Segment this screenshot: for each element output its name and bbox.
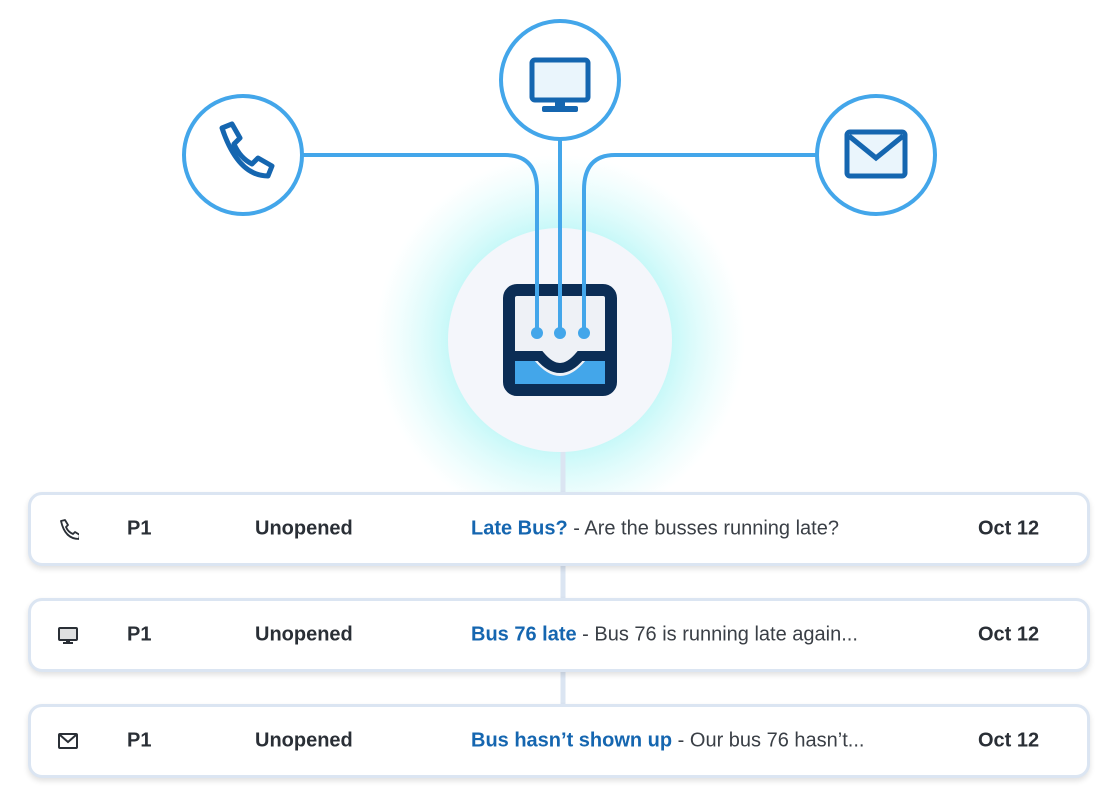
table-row[interactable]: P1 Unopened Bus 76 late - Bus 76 is runn…: [28, 598, 1090, 672]
ticket-preview: - Our bus 76 hasn’t...: [672, 729, 865, 752]
monitor-icon: [57, 624, 79, 646]
phone-icon: [219, 121, 275, 179]
subject: Bus 76 late - Bus 76 is running late aga…: [471, 624, 858, 647]
subject: Bus hasn’t shown up - Our bus 76 hasn’t.…: [471, 730, 864, 753]
mail-icon: [844, 129, 908, 179]
ticket-title[interactable]: Bus 76 late: [471, 623, 577, 646]
priority: P1: [127, 729, 152, 752]
dot: [578, 327, 590, 339]
ticket-title[interactable]: Bus hasn’t shown up: [471, 729, 673, 752]
ticket-preview: - Bus 76 is running late again...: [576, 623, 858, 646]
status: Unopened: [255, 623, 353, 646]
priority: P1: [127, 517, 152, 540]
mail-icon: [57, 730, 79, 752]
monitor-icon: [529, 57, 591, 112]
dot: [554, 327, 566, 339]
date: Oct 12: [978, 623, 1040, 646]
dot: [531, 327, 543, 339]
subject: Late Bus? - Are the busses running late?: [471, 518, 839, 541]
phone-icon: [57, 518, 81, 540]
status: Unopened: [255, 729, 353, 752]
table-row[interactable]: P1 Unopened Bus hasn’t shown up - Our bu…: [28, 704, 1090, 778]
ticket-preview: - Are the busses running late?: [567, 517, 839, 540]
ticket-title[interactable]: Late Bus?: [471, 517, 568, 540]
priority: P1: [127, 623, 152, 646]
mail-channel: [815, 94, 937, 216]
connection-lines: [300, 140, 818, 333]
monitor-channel: [499, 19, 621, 141]
date: Oct 12: [978, 729, 1040, 752]
status: Unopened: [255, 517, 353, 540]
phone-channel: [182, 94, 304, 216]
table-row[interactable]: P1 Unopened Late Bus? - Are the busses r…: [28, 492, 1090, 566]
date: Oct 12: [978, 517, 1040, 540]
